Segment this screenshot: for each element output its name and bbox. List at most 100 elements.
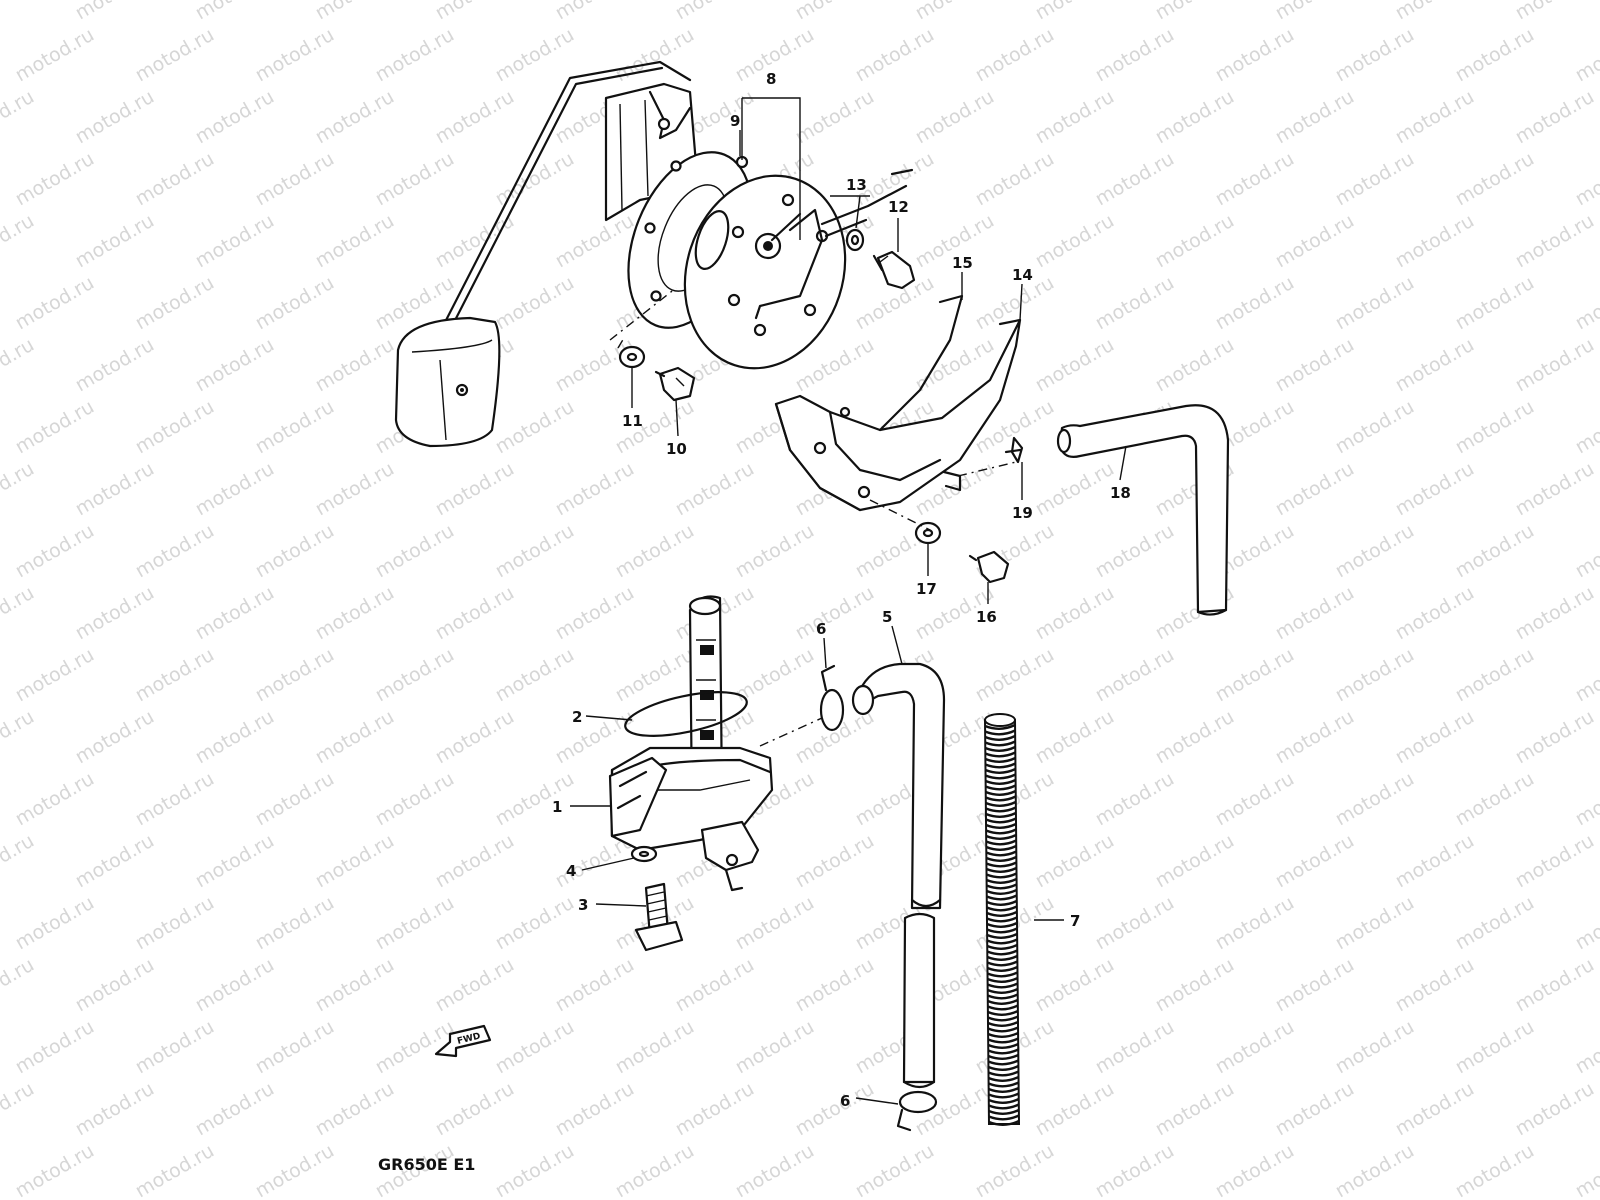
watermark-text: motod.ru (312, 0, 398, 24)
spring-coil (985, 850, 1017, 857)
spring-coil (988, 1081, 1020, 1088)
watermark-text: motod.ru (192, 954, 278, 1017)
watermark-text: motod.ru (192, 706, 278, 769)
watermark-text: motod.ru (192, 830, 278, 893)
watermark-text: motod.ru (132, 892, 218, 955)
watermark-text: motod.ru (432, 706, 518, 769)
watermark-text: motod.ru (1512, 1078, 1598, 1141)
callouts: 8 9 13 12 15 14 11 10 19 18 17 16 6 5 2 … (552, 70, 1131, 1110)
watermark-text: motod.ru (1152, 706, 1238, 769)
watermark-text: motod.ru (612, 1140, 698, 1200)
watermark-text: motod.ru (1032, 86, 1118, 149)
watermark-text: motod.ru (1452, 1016, 1538, 1079)
watermark-text: motod.ru (432, 830, 518, 893)
spring-coil (986, 921, 1018, 928)
watermark-text: motod.ru (1092, 520, 1178, 583)
spring-coil (984, 729, 1016, 736)
spring-coil (987, 993, 1019, 1000)
watermark-text: motod.ru (432, 1078, 518, 1141)
spring-coil (985, 800, 1017, 807)
watermark-text: motod.ru (492, 24, 578, 87)
watermark-text: motod.ru (1272, 458, 1358, 521)
watermark-text: motod.ru (1572, 644, 1600, 707)
watermark-text: motod.ru (672, 0, 758, 24)
watermark-text: motod.ru (252, 148, 338, 211)
spring-coil (986, 905, 1018, 912)
spring-coil (987, 998, 1019, 1005)
watermark-text: motod.ru (912, 0, 998, 24)
watermark-text: motod.ru (132, 1016, 218, 1079)
spring-coil (987, 1004, 1019, 1011)
watermark-text: motod.ru (852, 24, 938, 87)
spring-coil (984, 745, 1016, 752)
spring-coil (985, 789, 1017, 796)
spring-coil (987, 1042, 1019, 1049)
hose-5 (851, 662, 946, 1089)
spring-coil (986, 894, 1018, 901)
watermark-text: motod.ru (252, 768, 338, 831)
watermark-text: motod.ru (1572, 520, 1600, 583)
watermark-text: motod.ru (12, 892, 98, 955)
watermark-text: motod.ru (1272, 334, 1358, 397)
watermark-text: motod.ru (1212, 1016, 1298, 1079)
watermark-text: motod.ru (0, 1078, 38, 1141)
spring-coil (986, 916, 1018, 923)
watermark-text: motod.ru (1272, 1078, 1358, 1141)
watermark-text: motod.ru (1032, 582, 1118, 645)
watermark-text: motod.ru (0, 210, 38, 273)
spring-coil (987, 1009, 1019, 1016)
spring-coil (987, 1053, 1019, 1060)
watermark-text: motod.ru (1152, 210, 1238, 273)
watermark-text: motod.ru (132, 644, 218, 707)
watermark-text: motod.ru (372, 644, 458, 707)
watermark-text: motod.ru (192, 1078, 278, 1141)
spring-coil (986, 883, 1018, 890)
watermark-text: motod.ru (492, 644, 578, 707)
spring-coil (984, 756, 1016, 763)
watermark-text: motod.ru (552, 210, 638, 273)
clip-19 (1004, 436, 1024, 464)
watermark-text: motod.ru (12, 396, 98, 459)
diagram-code: GR650E E1 (378, 1155, 475, 1174)
watermark-text: motod.ru (1512, 0, 1598, 24)
callout-3: 3 (578, 896, 588, 914)
watermark-text: motod.ru (1572, 768, 1600, 831)
watermark-text: motod.ru (1212, 768, 1298, 831)
spring-coil (988, 1103, 1020, 1110)
watermark-text: motod.ru (1572, 1016, 1600, 1079)
watermark-text: motod.ru (372, 892, 458, 955)
watermark-text: motod.ru (1032, 210, 1118, 273)
watermark-text: motod.ru (1452, 272, 1538, 335)
callout-2: 2 (572, 708, 582, 726)
spring-coil (985, 861, 1017, 868)
watermark-text: motod.ru (1392, 334, 1478, 397)
watermark-text: motod.ru (1452, 1140, 1538, 1200)
watermark-text: motod.ru (492, 520, 578, 583)
callout-13: 13 (846, 176, 867, 194)
watermark-text: motod.ru (672, 954, 758, 1017)
watermark-text: motod.ru (1272, 706, 1358, 769)
watermark-text: motod.ru (492, 892, 578, 955)
watermark-text: motod.ru (732, 1140, 818, 1200)
protector-cover (774, 294, 1022, 512)
spring-coil (985, 844, 1017, 851)
watermark-text: motod.ru (1572, 892, 1600, 955)
watermark-text: motod.ru (1212, 24, 1298, 87)
spring-coil (986, 949, 1018, 956)
watermark-text: motod.ru (12, 1140, 98, 1200)
watermark-text: motod.ru (1332, 1016, 1418, 1079)
spring-coil (984, 762, 1016, 769)
watermark-text: motod.ru (1392, 954, 1478, 1017)
watermark-text: motod.ru (1152, 830, 1238, 893)
watermark-text: motod.ru (972, 1140, 1058, 1200)
watermark-text: motod.ru (1392, 0, 1478, 24)
watermark-text: motod.ru (1032, 954, 1118, 1017)
watermark-text: motod.ru (552, 1078, 638, 1141)
watermark-text: motod.ru (132, 1140, 218, 1200)
spring-coil (985, 795, 1017, 802)
watermark-text: motod.ru (312, 706, 398, 769)
watermark-text: motod.ru (132, 24, 218, 87)
clip-6-lower (896, 1090, 938, 1132)
watermark-text: motod.ru (1092, 768, 1178, 831)
watermark-text: motod.ru (132, 272, 218, 335)
